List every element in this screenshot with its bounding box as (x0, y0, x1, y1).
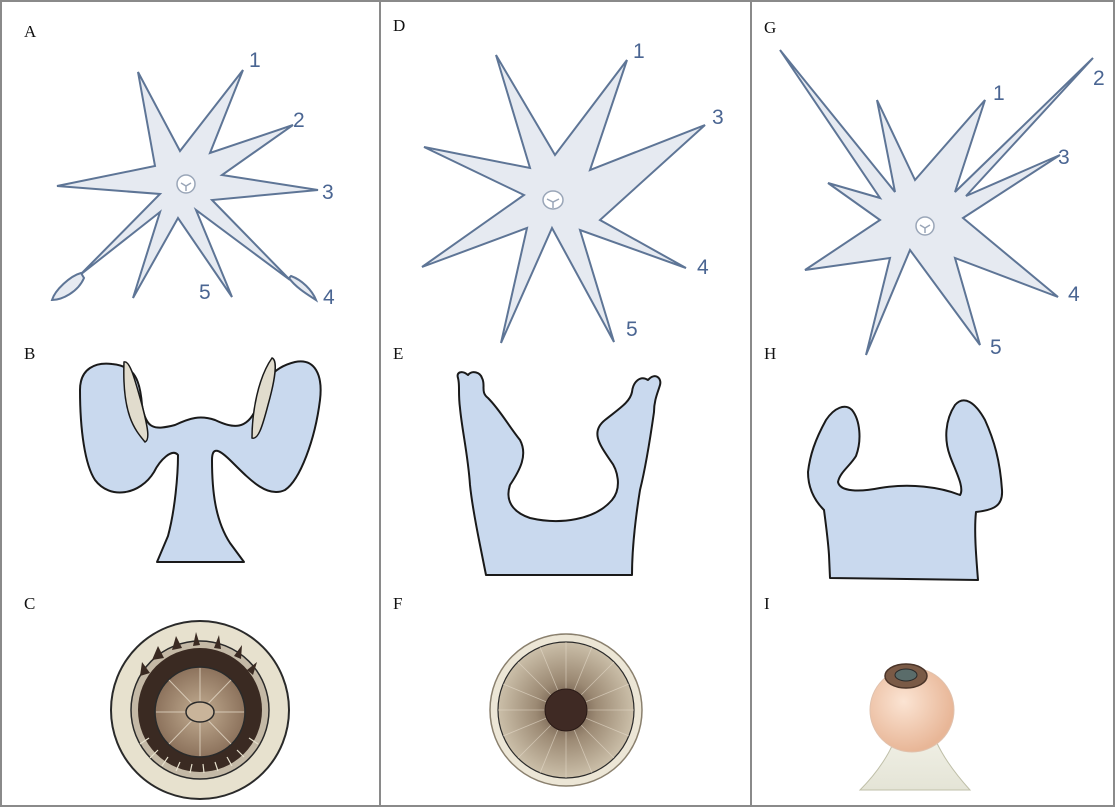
ball-diagram-i (860, 664, 970, 790)
section-diagram-h (808, 400, 1002, 580)
star-diagram-a (52, 70, 318, 300)
section-diagram-e (458, 372, 661, 575)
star-diagram-g (780, 50, 1093, 355)
arm-label-g-4: 4 (1068, 283, 1080, 306)
arm-label-g-5: 5 (990, 336, 1002, 359)
arm-label-g-2: 2 (1093, 67, 1105, 90)
section-diagram-b (80, 358, 321, 562)
arm-label-a-4: 4 (323, 286, 335, 309)
star-diagram-d (422, 55, 705, 343)
arm-label-g-1: 1 (993, 82, 1005, 105)
club-tip-right (289, 276, 316, 300)
disc-diagram-c (111, 621, 289, 799)
arm-label-d-4: 4 (697, 256, 709, 279)
arm-label-g-3: 3 (1058, 146, 1070, 169)
club-tip-left (52, 273, 84, 300)
arm-label-a-5: 5 (199, 281, 211, 304)
arm-label-a-2: 2 (293, 109, 305, 132)
arm-label-d-1: 1 (633, 40, 645, 63)
arm-label-d-5: 5 (626, 318, 638, 341)
arm-label-a-1: 1 (249, 49, 261, 72)
star-g-body (780, 50, 1093, 355)
arm-label-d-3: 3 (712, 106, 724, 129)
arm-label-a-3: 3 (322, 181, 334, 204)
disc-diagram-f (490, 634, 642, 786)
